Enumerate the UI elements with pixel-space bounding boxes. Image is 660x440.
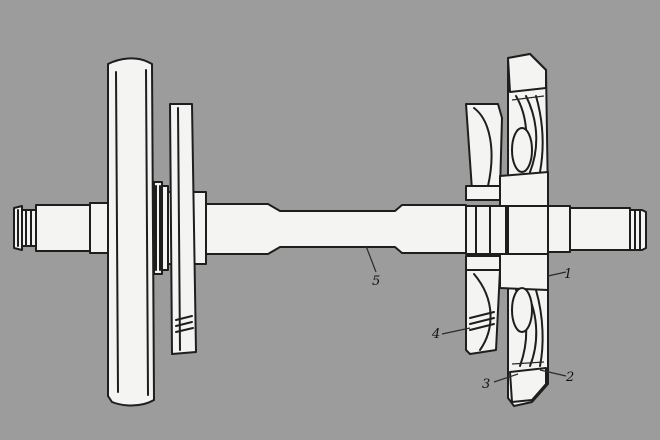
leader-3 (493, 373, 519, 383)
leader-5 (365, 245, 377, 273)
left-wheel (107, 57, 169, 407)
axle-body (205, 203, 467, 255)
label-part-4: 4 (431, 327, 440, 342)
leader-4 (441, 327, 471, 335)
axle-right-journal (629, 209, 647, 251)
leader-1 (547, 271, 567, 277)
label-part-2: 2 (565, 370, 574, 385)
leader-2 (539, 369, 567, 377)
label-part-5: 5 (372, 274, 380, 289)
label-part-3: 3 (482, 377, 490, 392)
labels: 5 1 4 2 3 (365, 245, 574, 392)
label-part-1: 1 (564, 267, 572, 282)
left-disc (169, 103, 197, 355)
right-wheel (499, 53, 549, 407)
left-wheel-disc (107, 57, 155, 407)
